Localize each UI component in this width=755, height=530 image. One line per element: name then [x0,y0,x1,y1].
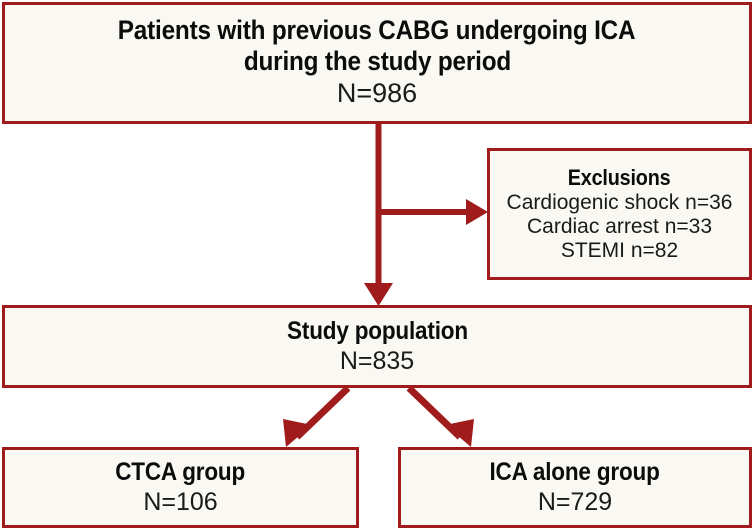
node-arm-ica-alone-group: ICA alone group N=729 [398,447,752,528]
connector-enrolled-to-exclusions [378,199,488,225]
node-enrolled-patients: Patients with previous CABG undergoing I… [2,2,752,124]
arm-ctca-heading: CTCA group [115,458,246,487]
enrolled-heading-line-2: during the study period [243,46,511,77]
connector-study-population-to-arm-ctca [283,385,351,447]
arm-ica-count: N=729 [537,488,613,517]
exclusions-item-cardiogenic-shock: Cardiogenic shock n=36 [506,190,733,214]
study-population-heading: Study population [286,317,468,346]
node-arm-ctca-group: CTCA group N=106 [2,447,359,528]
enrolled-count: N=986 [336,78,418,109]
exclusions-item-stemi: STEMI n=82 [560,238,679,262]
enrolled-heading-line-1: Patients with previous CABG undergoing I… [118,14,636,45]
study-population-count: N=835 [339,347,415,376]
connector-study-population-to-arm-ica [406,385,474,447]
exclusions-heading: Exclusions [568,165,671,191]
node-exclusions: Exclusions Cardiogenic shock n=36 Cardia… [487,148,752,280]
connector-enrolled-to-study-population [364,123,393,306]
exclusions-item-cardiac-arrest: Cardiac arrest n=33 [526,214,712,238]
arm-ica-heading: ICA alone group [489,458,661,487]
node-study-population: Study population N=835 [2,305,752,388]
arm-ctca-count: N=106 [143,488,218,517]
